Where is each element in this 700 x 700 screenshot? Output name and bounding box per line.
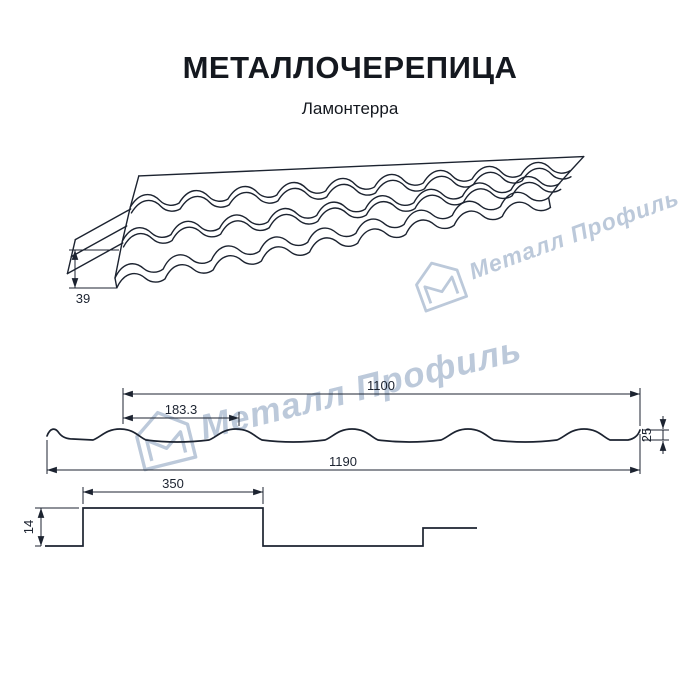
dim-183-label: 183.3: [165, 402, 198, 417]
panel-step-drawing: 350 14: [21, 476, 477, 547]
dim-1100-label: 1100: [367, 378, 395, 393]
dimension-cover-width: 1100: [122, 378, 641, 426]
dim-350-label: 350: [162, 476, 184, 491]
dimension-wave-step: 183.3: [122, 402, 240, 426]
dim-14-label: 14: [21, 520, 36, 534]
page-title: МЕТАЛЛОЧЕРЕПИЦА: [182, 50, 518, 85]
dim-39-label: 39: [76, 291, 90, 306]
dim-1190-label: 1190: [329, 454, 357, 469]
dim-25-label: 25: [639, 428, 654, 442]
profile-curve: [46, 428, 641, 443]
dimension-edge-height: 39: [69, 249, 119, 306]
page-subtitle: Ламонтерра: [301, 99, 399, 118]
tile-sheet-outline: [66, 155, 585, 291]
step-profile-line: [45, 507, 477, 547]
roof-perspective-drawing: 39: [66, 155, 585, 306]
profile-cross-section-drawing: 1100 183.3 1190: [46, 378, 669, 474]
dimension-profile-height: 25: [639, 416, 669, 454]
dimension-module-length: 350: [82, 476, 264, 504]
dimension-step-height: 14: [21, 507, 79, 547]
